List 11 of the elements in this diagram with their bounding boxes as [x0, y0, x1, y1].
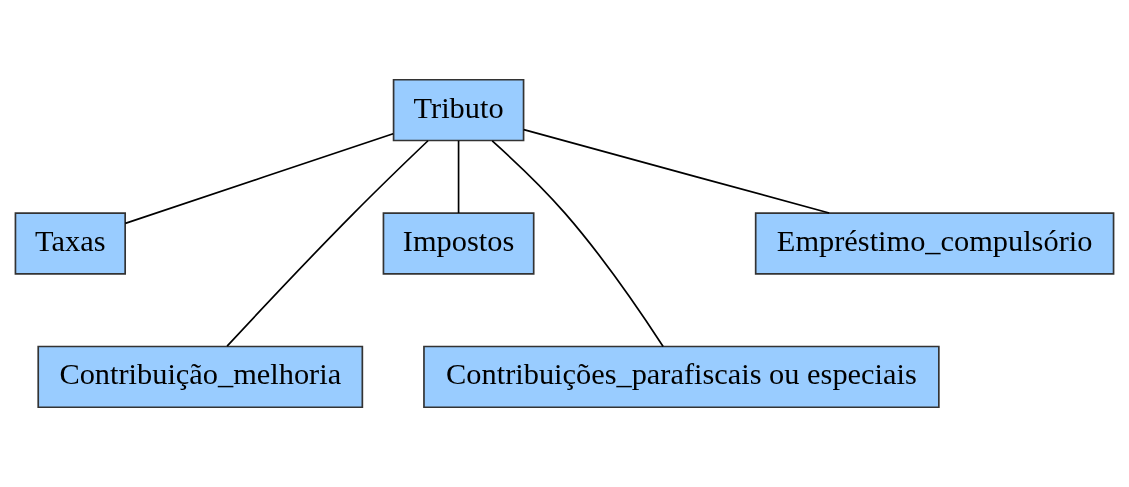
connector [226, 139, 429, 347]
connector [522, 128, 831, 214]
node-box: Tributo [392, 78, 525, 142]
node-box: Contribuições_parafiscais ou especiais [423, 345, 940, 409]
connector [124, 132, 394, 225]
connector [491, 140, 664, 348]
node-box: Contribuição_melhoria [37, 345, 364, 409]
node-box: Taxas [14, 212, 126, 275]
node-box: Empréstimo_compulsório [754, 212, 1115, 275]
connector [457, 139, 460, 214]
node-box: Impostos [382, 212, 535, 275]
